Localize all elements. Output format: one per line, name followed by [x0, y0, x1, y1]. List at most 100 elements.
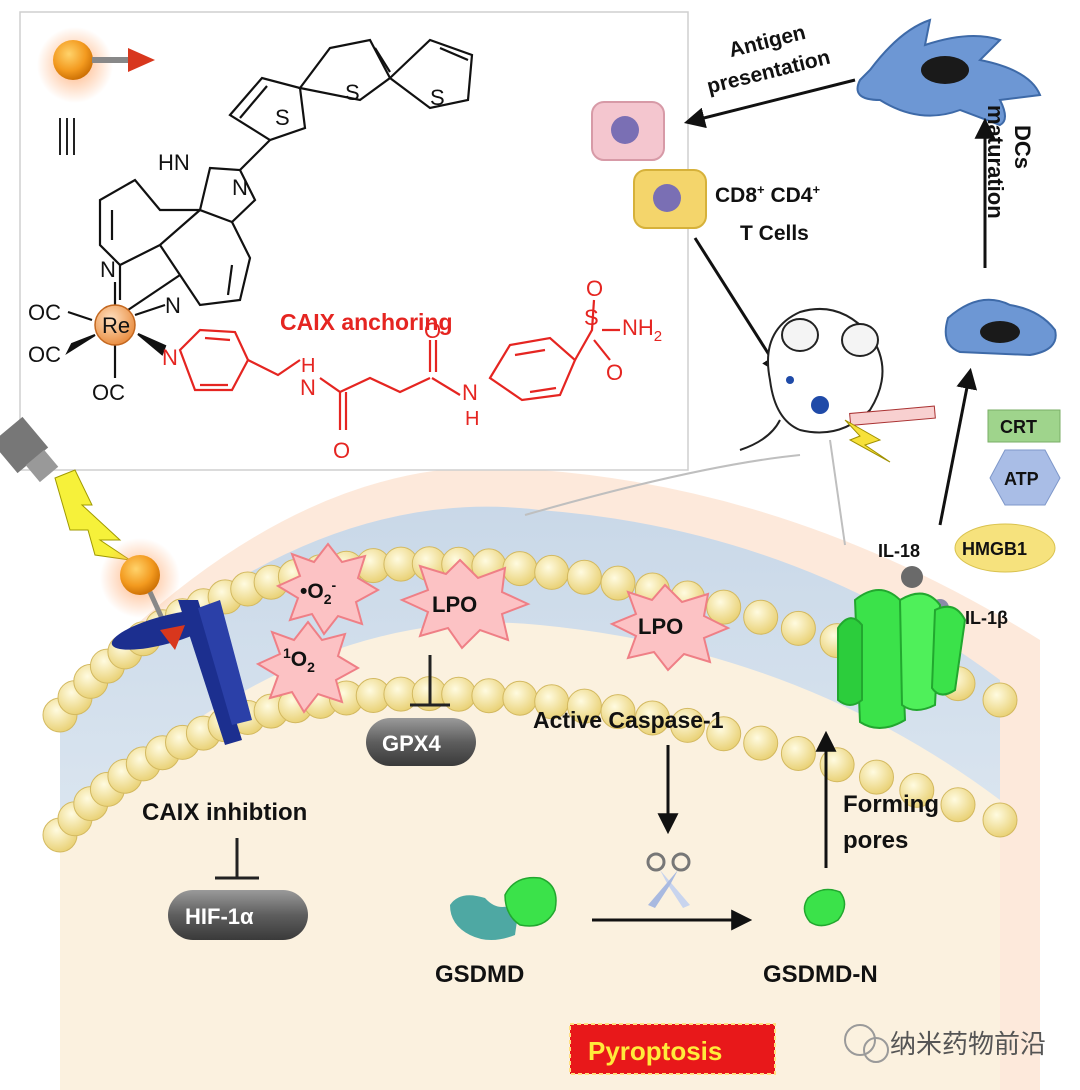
- il18-ball-icon: [901, 566, 923, 588]
- immune-response-panel: Antigen presentation CD8+ CD4+ T Cells D…: [524, 17, 1061, 628]
- lipid-head: [780, 610, 816, 646]
- caix-receptor-icon: [100, 538, 252, 745]
- scissors-icon: [646, 852, 691, 908]
- gsdmd-n-icon: [803, 888, 846, 927]
- terthiophene-structure: [228, 38, 474, 171]
- gsdmd-protein-icon: [450, 876, 557, 940]
- lipid-head: [743, 599, 779, 635]
- atom-re: Re: [102, 313, 130, 338]
- atom-o-3: O: [586, 276, 603, 301]
- atom-n-phen-2: N: [165, 293, 181, 318]
- hif-label: HIF-1α: [185, 904, 254, 929]
- gsdmd-pore-icon: [837, 589, 967, 729]
- phenanthroline-structure: [98, 166, 257, 311]
- laser-icon: [0, 416, 131, 561]
- triple-bar-icon: [59, 118, 75, 155]
- lipid-head: [982, 682, 1018, 718]
- lipid-head: [940, 787, 976, 823]
- red-triangle-icon: [128, 48, 155, 72]
- active-caspase-label: Active Caspase-1: [533, 707, 724, 733]
- atom-o-1: O: [333, 438, 350, 463]
- lipid-head: [634, 700, 670, 736]
- lipid-head: [502, 551, 538, 587]
- mouse-icon: [739, 308, 936, 463]
- crt-label: CRT: [1000, 417, 1037, 437]
- atom-nh2: NH2: [622, 315, 662, 345]
- atom-n-pyridine: N: [162, 345, 178, 370]
- chemical-structure-panel: S S S HN N N N Re OC OC OC: [19, 11, 689, 471]
- hif-pill: [168, 890, 308, 940]
- forming-pores-label: Forming pores: [843, 791, 946, 854]
- lipid-head: [706, 589, 742, 625]
- superoxide-burst-icon: [275, 542, 381, 636]
- lpo-burst-2-icon: [609, 583, 731, 672]
- caix-anchor-structure: [178, 299, 620, 430]
- atp-badge: [989, 449, 1061, 506]
- watermark: 纳米药物前沿: [844, 1024, 1046, 1063]
- lipid-head: [534, 554, 570, 590]
- lipid-head: [859, 759, 894, 795]
- caix-anchoring-label: CAIX anchoring: [280, 309, 453, 335]
- atom-n-imid: N: [232, 175, 248, 200]
- watermark-text: 纳米药物前沿: [890, 1030, 1046, 1060]
- gsdmd-n-label: GSDMD-N: [763, 961, 878, 988]
- antigen-arrow: [683, 78, 856, 129]
- atom-s-2: S: [345, 80, 360, 105]
- lipid-head: [566, 559, 602, 595]
- lipid-head: [899, 772, 935, 808]
- t-cell-to-mouse-arrow: [693, 237, 783, 376]
- damps-arrow: [938, 367, 978, 526]
- gsdmd-label: GSDMD: [435, 961, 524, 988]
- rhenium-center: [65, 282, 167, 378]
- gpx4-inhibition: GPX4: [366, 655, 476, 766]
- lipid-head: [780, 736, 816, 771]
- pyroptosis-label: Pyroptosis: [588, 1036, 722, 1066]
- pyroptosis-badge: [569, 1023, 776, 1075]
- lipid-head: [600, 565, 636, 601]
- atom-h-amide-2: H: [465, 408, 479, 430]
- atom-hn: HN: [158, 150, 190, 175]
- atom-n-amide-2: N: [462, 380, 478, 405]
- lipid-head: [600, 694, 636, 730]
- lipid-head: [982, 802, 1018, 838]
- lipid-head: [819, 747, 855, 783]
- atom-h-amide-1: H: [301, 355, 315, 377]
- atom-s-sulfonamide: S: [584, 305, 599, 330]
- ros-bursts: •O2- 1O2 LPO LPO: [255, 542, 731, 714]
- crt-badge: [987, 409, 1061, 443]
- singlet-oxygen-burst-icon: [255, 620, 361, 714]
- lipid-head: [502, 680, 538, 716]
- hmgb1-label: HMGB1: [962, 539, 1027, 559]
- atom-s-1: S: [275, 105, 290, 130]
- atom-o-2: O: [424, 318, 441, 343]
- lpo-label-1: LPO: [432, 592, 477, 617]
- atom-oc-3: OC: [92, 380, 125, 405]
- atom-oc-2: OC: [28, 342, 61, 367]
- dcs-maturation-label: DCs maturation: [983, 105, 1035, 219]
- lipid-head: [706, 716, 742, 752]
- gpx4-pill: [366, 718, 476, 766]
- gold-nanoparticle-icon: [53, 40, 93, 80]
- il18-label: IL-18: [878, 541, 920, 561]
- caix-inhibition-label: CAIX inhibtion: [142, 799, 307, 826]
- lpo-burst-1-icon: [399, 558, 531, 650]
- superoxide-label: •O2-: [300, 577, 336, 607]
- gpx4-label: GPX4: [382, 731, 441, 756]
- lipid-inner-row: [42, 676, 1018, 853]
- hmgb1-badge: [954, 523, 1056, 573]
- atom-o-4: O: [606, 360, 623, 385]
- hif-inhibition: HIF-1α: [168, 838, 308, 940]
- lipid-head: [670, 707, 706, 743]
- singlet-oxygen-label: 1O2: [283, 645, 315, 675]
- lipid-head: [743, 725, 779, 761]
- t-cells-label: CD8+ CD4+ T Cells: [715, 176, 826, 245]
- il1b-label: IL-1β: [965, 608, 1008, 628]
- atom-n-amide-1: N: [300, 375, 316, 400]
- atom-n-phen-1: N: [100, 257, 116, 282]
- lipid-head: [471, 678, 507, 714]
- lpo-label-2: LPO: [638, 614, 683, 639]
- atom-s-3: S: [430, 85, 445, 110]
- antigen-label: Antigen presentation: [697, 17, 832, 99]
- atp-label: ATP: [1004, 469, 1039, 489]
